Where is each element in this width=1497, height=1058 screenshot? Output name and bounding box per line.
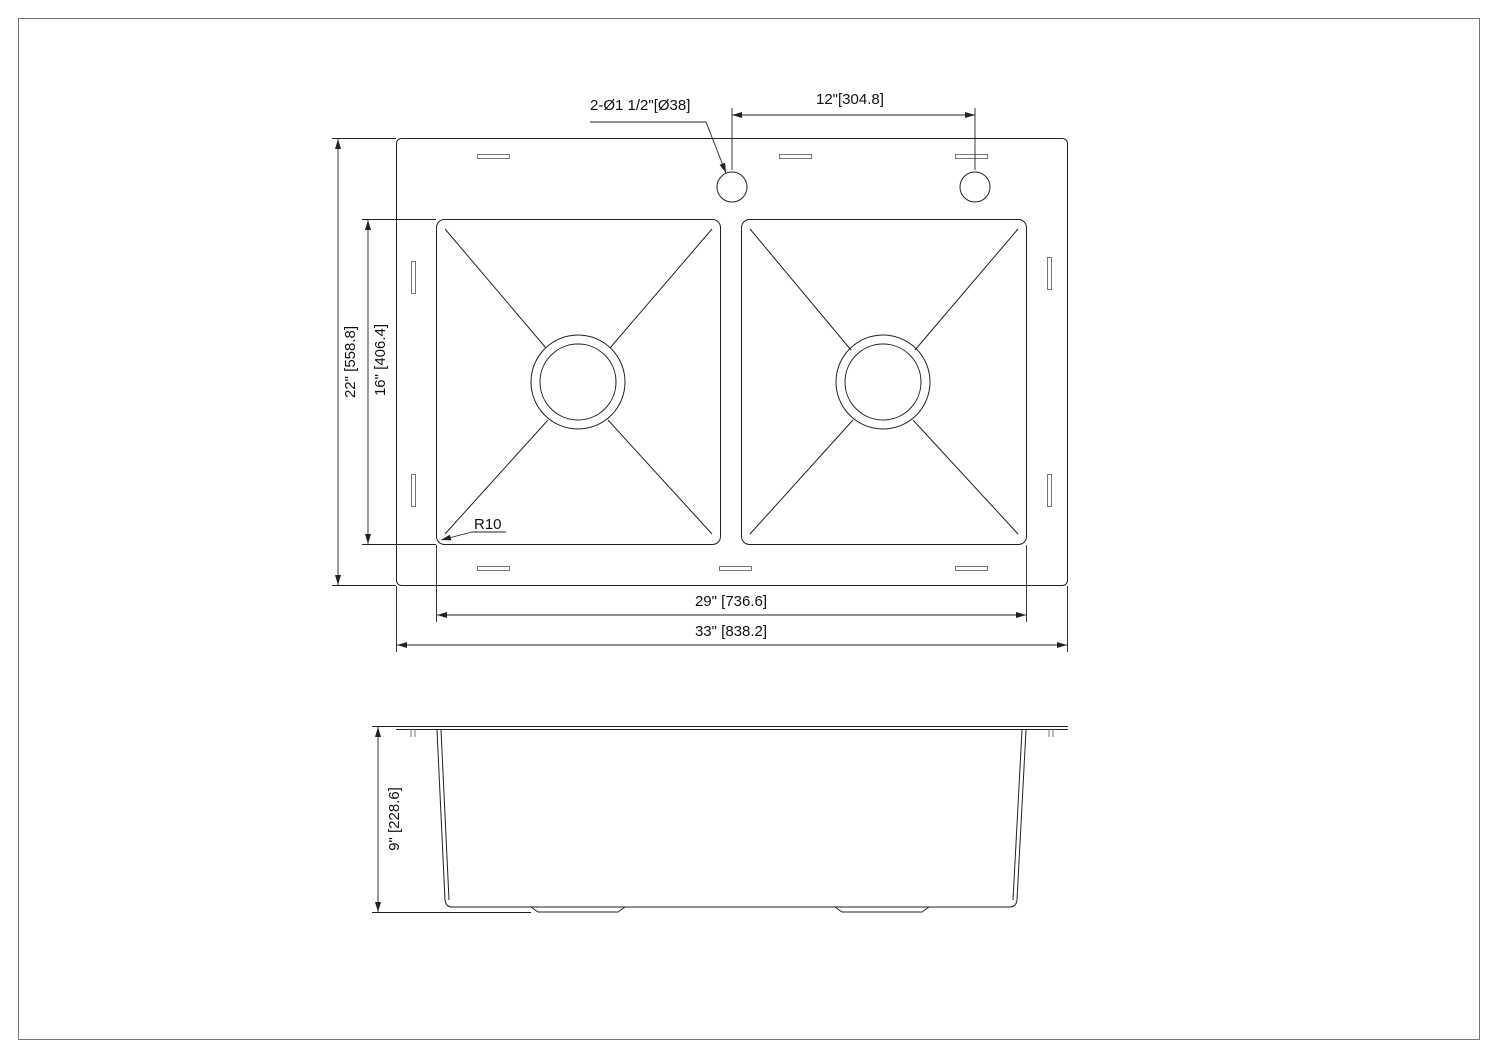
hole-spacing-label: 12"[304.8] bbox=[816, 91, 884, 108]
left-bowl-outline bbox=[436, 219, 721, 545]
right-drain-boss bbox=[834, 906, 930, 913]
mounting-slots bbox=[411, 154, 1052, 571]
faucet-hole-left bbox=[716, 171, 748, 203]
overall-width-label: 33" [838.2] bbox=[695, 623, 767, 640]
left-drain-outer bbox=[530, 334, 626, 430]
right-bowl bbox=[741, 219, 1027, 545]
right-drain-outer bbox=[835, 334, 931, 430]
corner-radius-label: R10 bbox=[474, 516, 502, 533]
bowl-profile bbox=[436, 729, 1027, 908]
overall-depth-label: 22" [558.8] bbox=[342, 326, 359, 398]
hole-diameter-label: 2-Ø1 1/2"[Ø38] bbox=[590, 97, 690, 114]
left-drain-boss bbox=[530, 906, 626, 913]
side-view: 9" [228.6] bbox=[372, 726, 1068, 913]
left-drain-inner bbox=[539, 343, 617, 421]
bowl-depth-label: 16" [406.4] bbox=[372, 324, 389, 396]
bowl-height-label: 9" [228.6] bbox=[386, 787, 403, 851]
page-frame bbox=[18, 18, 1480, 1040]
right-bowl-outline bbox=[741, 219, 1027, 545]
bowl-width-label: 29" [736.6] bbox=[695, 593, 767, 610]
right-drain-inner bbox=[844, 343, 922, 421]
top-view: R10 2-Ø1 1/2"[Ø38] 12"[304.8] 22" [558.8… bbox=[332, 91, 1068, 652]
left-bowl bbox=[436, 219, 721, 545]
faucet-hole-right bbox=[959, 171, 991, 203]
